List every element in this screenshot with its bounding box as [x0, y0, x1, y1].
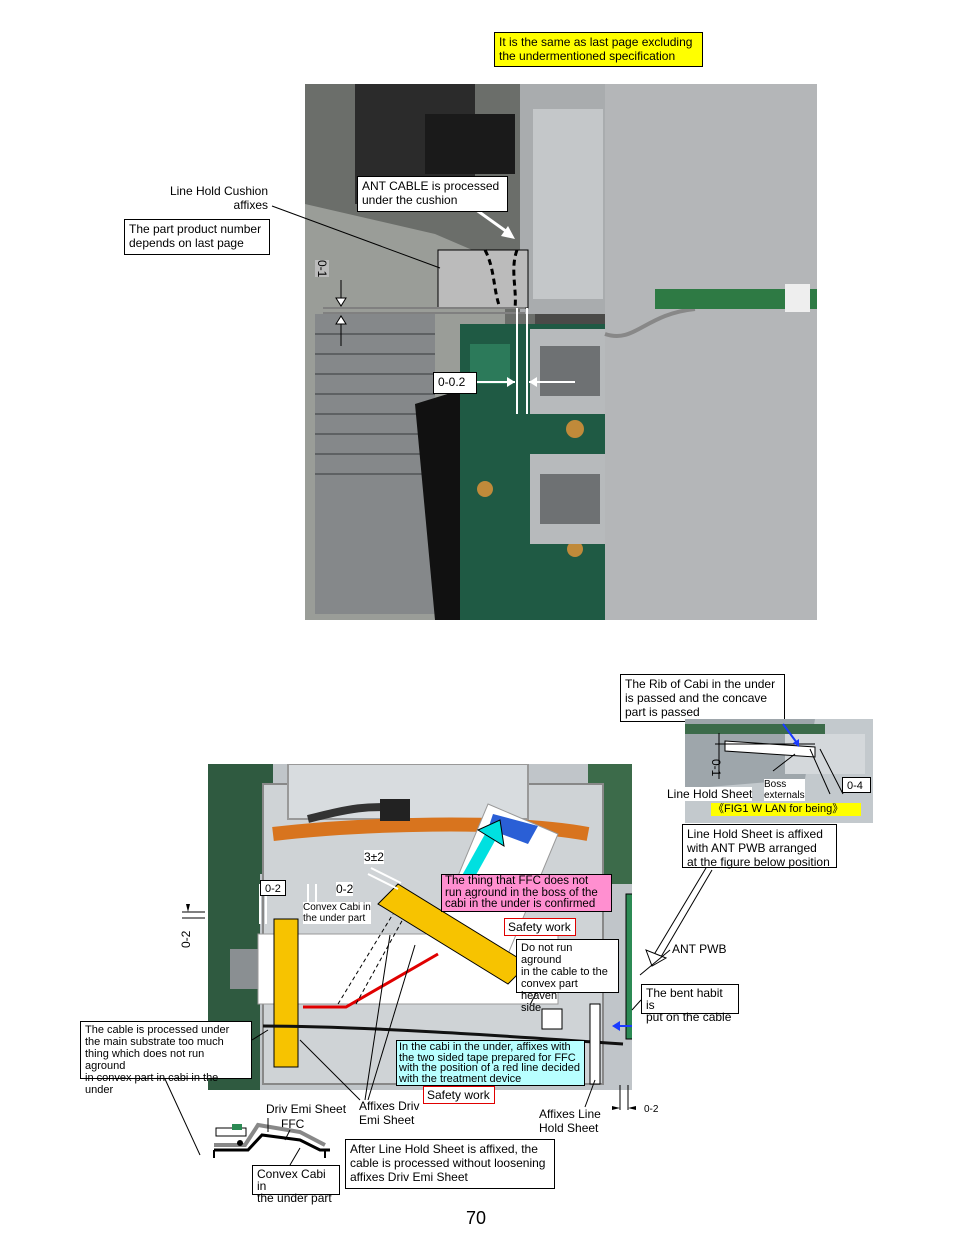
ffc-boss-line3: cabi in the under is confirmed [445, 898, 596, 910]
two-sided-tape-note: In the cabi in the under, affixes with t… [396, 1040, 585, 1086]
dim-0-2-a-text: 0-2 [265, 883, 281, 895]
rib-line3: part is passed [625, 705, 700, 719]
convex-cabi-line1: Convex Cabi in [303, 902, 371, 913]
cable-processed-line4: in convex part in cabi in the under [85, 1072, 219, 1096]
bent-habit-note: The bent habit is put on the cable [641, 984, 739, 1023]
line-hold-affixed-line3: at the figure below position [687, 855, 830, 869]
after-line2: cable is processed without loosening [350, 1156, 546, 1170]
convex-cabi-label: Convex Cabi in the under part [303, 902, 371, 924]
wlan-photo: 0-1 Boss externals 0-4 《FIG1 W LAN for b… [685, 719, 873, 823]
wlan-dim-0-4-text: 0-4 [847, 780, 863, 792]
tape-line2: the two sided tape prepared for FFC [399, 1051, 576, 1064]
wlan-dim-0-1: 0-1 [709, 759, 723, 777]
cable-processed-note: The cable is processed under the main su… [80, 1021, 252, 1096]
aground-line2: in the cable to the [521, 966, 608, 978]
line-hold-cushion-line1: Line Hold Cushion [169, 184, 268, 198]
boss-label: Boss externals [764, 779, 805, 801]
after-line1: After Line Hold Sheet is affixed, the [350, 1142, 538, 1156]
safety-work-2: Safety work [423, 1086, 495, 1104]
line-hold-cushion-line2: affixes [233, 198, 268, 212]
dim-0-2-right: 0-2 [644, 1104, 659, 1115]
safety-work-2-text: Safety work [427, 1088, 490, 1102]
safety-work-1: Safety work [504, 918, 576, 936]
tape-line3: with the position of a red line decided [399, 1062, 581, 1074]
part-number-line2: depends on last page [129, 236, 244, 250]
rib-line1: The Rib of Cabi in the under [625, 677, 776, 691]
ant-cable-note: ANT CABLE is processed under the cushion [357, 176, 508, 212]
tape-line1: In the cabi in the under, affixes with [399, 1041, 571, 1053]
after-line-hold-note: After Line Hold Sheet is affixed, the ca… [345, 1139, 555, 1189]
header-note-line1: It is the same as last page excluding [499, 35, 693, 49]
fig1-caption: 《FIG1 W LAN for being》 [711, 803, 861, 816]
convex-under-line2: the under part [257, 1191, 332, 1205]
dim-0-2-b: 0-2 [336, 882, 354, 896]
header-note-line2: the undermentioned specification [499, 49, 676, 63]
ffc-boss-line1: The thing that FFC does not [445, 875, 589, 887]
part-number-note: The part product number depends on last … [124, 219, 270, 255]
cable-processed-line2: the main substrate too much [85, 1036, 224, 1048]
aground-line4: side [521, 1002, 542, 1014]
line-hold-cushion-label: Line Hold Cushion affixes [150, 184, 268, 212]
convex-under-note: Convex Cabi in the under part [252, 1165, 340, 1204]
dim-0-02-text: 0-0.2 [438, 375, 466, 389]
top-photo: 0-1 0-0.2 [305, 84, 817, 620]
dim-0-2-left: 0-2 [179, 930, 193, 948]
ffc-label: FFC [281, 1117, 305, 1131]
affixes-line-hold-label: Affixes Line Hold Sheet [539, 1107, 601, 1135]
rib-note: The Rib of Cabi in the under is passed a… [620, 674, 785, 722]
bent-habit-line1: The bent habit is [646, 986, 723, 1012]
dim-0-2-a: 0-2 [260, 880, 286, 896]
ant-cable-line2: under the cushion [362, 193, 458, 207]
dim-0-1-top: 0-1 [315, 260, 329, 278]
tape-line4: with the treatment device [399, 1072, 522, 1085]
safety-work-1-text: Safety work [508, 920, 571, 934]
after-line3: affixes Driv Emi Sheet [350, 1170, 468, 1184]
affixes-driv-line1: Affixes Driv [359, 1099, 420, 1113]
page-number: 70 [466, 1208, 487, 1228]
cable-processed-line3: thing which does not run aground [85, 1048, 205, 1072]
ffc-boss-note: The thing that FFC does not run aground … [441, 874, 612, 912]
convex-under-line1: Convex Cabi in [257, 1167, 326, 1193]
dim-3-2: 3±2 [364, 850, 384, 864]
wlan-dim-0-4: 0-4 [842, 777, 871, 793]
top-photo-drawing [305, 84, 817, 620]
driv-emi-label: Driv Emi Sheet [266, 1102, 347, 1116]
affixes-line-hold-line2: Hold Sheet [539, 1121, 599, 1135]
line-hold-affixed-line2: with ANT PWB arranged [687, 841, 817, 855]
ant-pwb-label: ANT PWB [672, 942, 727, 956]
aground-line3: convex part heaven [521, 978, 578, 1002]
header-note: It is the same as last page excluding th… [494, 32, 703, 67]
aground-line1: Do not run aground [521, 942, 573, 966]
wlan-line-hold-sheet-label: Line Hold Sheet [667, 787, 753, 801]
line-hold-affixed-line1: Line Hold Sheet is affixed [687, 827, 823, 841]
affixes-line-hold-line1: Affixes Line [539, 1107, 601, 1121]
boss-line2: externals [764, 790, 805, 801]
part-number-line1: The part product number [129, 222, 262, 236]
affixes-driv-line2: Emi Sheet [359, 1113, 415, 1127]
ant-cable-line1: ANT CABLE is processed [362, 179, 500, 193]
rib-line2: is passed and the concave [625, 691, 768, 705]
dim-0-02-label: 0-0.2 [433, 372, 477, 394]
affixes-driv-label: Affixes Driv Emi Sheet [359, 1099, 419, 1127]
convex-cabi-line2: the under part [303, 913, 366, 924]
ffc-boss-line2: run aground in the boss of the [445, 886, 598, 899]
cable-processed-line1: The cable is processed under [85, 1024, 230, 1036]
line-hold-affixed-note: Line Hold Sheet is affixed with ANT PWB … [682, 824, 837, 869]
cross-section-sketch [213, 1118, 330, 1166]
boss-line1: Boss [764, 779, 787, 790]
aground-note: Do not run aground in the cable to the c… [516, 939, 619, 1014]
bent-habit-line2: put on the cable [646, 1010, 732, 1024]
